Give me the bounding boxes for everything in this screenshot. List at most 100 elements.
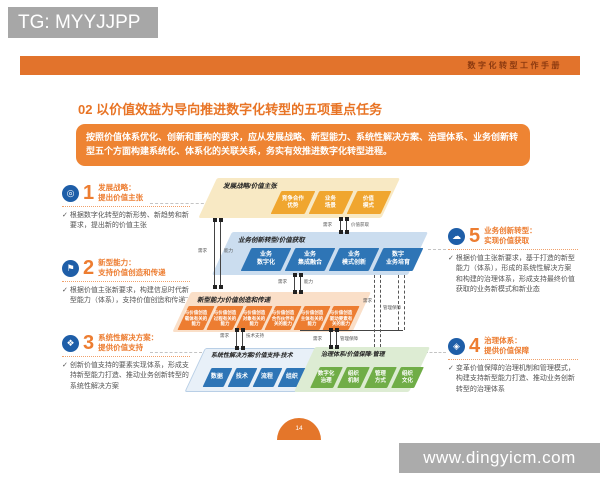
- connector-line-dashed: [380, 275, 382, 347]
- connector-label: 能力: [304, 279, 313, 284]
- box-label: 业务 场景: [325, 195, 337, 209]
- task-title-line2: 实现价值获取: [484, 236, 530, 246]
- leader-line: [150, 352, 202, 353]
- box-label: 业务 模式创新: [341, 252, 366, 266]
- leader-line: [425, 352, 446, 353]
- layer-title: 业务创新转型/价值获取: [238, 237, 305, 244]
- box-label: 组织 机制: [347, 370, 359, 384]
- box-label: 业务 数字化: [256, 252, 275, 266]
- connector-line: [218, 218, 223, 289]
- box-label: 组织: [286, 373, 299, 380]
- layer-title: 系统性解决方案/价值支持-技术: [211, 353, 293, 359]
- layer-solution: 系统性解决方案/价值支持-技术 数据 技术 流程 组织: [184, 348, 317, 392]
- box-label: 组织 文化: [401, 370, 413, 384]
- box-label: 管理 方式: [374, 370, 386, 384]
- connector-label: 管理保障: [383, 305, 401, 310]
- layer-title: 发展战略/价值主张: [223, 183, 277, 190]
- task-2-header: ⚑ 2 新型能力： 支持价值创造和传递: [62, 257, 190, 283]
- task-note: ✓ 根据价值主张新要求，基于打造的新型能力（体系），形成的系统性解决方案和构建的…: [448, 254, 578, 295]
- task-item-5: ☁ 5 业务创新转型： 实现价值获取 ✓ 根据价值主张新要求，基于打造的新型能力…: [448, 226, 578, 295]
- task-title-line1: 发展战略：: [98, 183, 136, 192]
- connector-label: 技术支持: [246, 333, 264, 338]
- connector-line: [212, 218, 217, 289]
- task-note-text: 变革价值保障的治理机制和管理模式，构建支持新型能力打造、推动业务创新转型的治理体…: [455, 365, 575, 393]
- strategy-box: 竞争合作 优势: [270, 191, 316, 214]
- task-title-line1: 业务创新转型：: [484, 226, 537, 235]
- connector-label: 价值获取: [351, 222, 369, 227]
- business-box: 业务 集成融合: [284, 248, 336, 271]
- task-note-text: 根据价值主张新要求，基于打造的新型能力（体系），形成的系统性解决方案和构建的治理…: [455, 255, 575, 293]
- connector-label: 需求: [313, 336, 322, 341]
- business-box: 数字 业务培育: [372, 248, 424, 271]
- task-title: 治理体系： 提供价值保障: [484, 336, 529, 356]
- layer-capability: 新型能力/价值创造和传递 与价值创造 载体有关的 能力 与价值创造 过程有关的 …: [172, 292, 371, 332]
- connector-label: 能力: [224, 248, 233, 253]
- business-box: 业务 模式创新: [328, 248, 380, 271]
- strategy-icon: ◎: [62, 184, 79, 202]
- task-note-text: 创新价值支持的要素实现体系，形成支持新型能力打造、推动业务创新转型的系统性解决方…: [69, 362, 189, 390]
- task-note: ✓ 根据价值主张新要求，构建信息时代新型能力（体系），支持价值创造和传递: [62, 286, 190, 306]
- check-icon: ✓: [62, 287, 68, 295]
- task-title-line2: 提供价值支持: [98, 343, 144, 353]
- task-item-1: ◎ 1 发展战略： 提出价值主张 ✓ 根据数字化转型的新形势、新趋势和新要求，提…: [62, 183, 190, 232]
- connector-line-dashed: [404, 275, 406, 330]
- strategy-box: 价值 模式: [346, 191, 392, 214]
- handbook-title: 数字化转型工作手册: [467, 61, 562, 70]
- site-url-bar[interactable]: www.dingyicm.com: [399, 443, 600, 473]
- task-title-line1: 新型能力：: [98, 258, 136, 267]
- connector-label: 需求: [363, 298, 372, 303]
- connector-label: 需求: [198, 248, 207, 253]
- box-label: 数字化 治理: [318, 370, 335, 384]
- governance-icon: ◈: [448, 337, 465, 355]
- box-label: 数据: [211, 373, 224, 380]
- task-number: 1: [83, 182, 95, 205]
- layer-title: 治理体系/价值保障-管理: [321, 352, 385, 358]
- task-title-line2: 支持价值创造和传递: [98, 268, 166, 278]
- box-label: 技术: [236, 373, 249, 380]
- leader-line: [428, 249, 446, 250]
- connector-line: [298, 273, 303, 294]
- task-5-header: ☁ 5 业务创新转型： 实现价值获取: [448, 226, 578, 251]
- task-note-text: 根据数字化转型的新形势、新趋势和新要求，提出新的价值主张: [69, 212, 189, 230]
- task-item-2: ⚑ 2 新型能力： 支持价值创造和传递 ✓ 根据价值主张新要求，构建信息时代新型…: [62, 258, 190, 307]
- connector-line: [328, 328, 333, 349]
- box-label: 流程: [261, 373, 274, 380]
- header-bar: 数字化转型工作手册: [20, 56, 580, 75]
- business-transform-icon: ☁: [448, 227, 465, 245]
- architecture-diagram: 发展战略/价值主张 竞争合作 优势 业务 场景 价值 模式 业务创新转型/价值获…: [170, 172, 438, 410]
- connector-line: [338, 217, 343, 234]
- layer-strategy: 发展战略/价值主张 竞争合作 优势 业务 场景 价值 模式: [198, 178, 400, 218]
- connector-label: 需求: [278, 279, 287, 284]
- check-icon: ✓: [62, 362, 68, 370]
- box-label: 与价值创造 驱动要素有 关的能力: [329, 309, 353, 326]
- check-icon: ✓: [448, 365, 454, 373]
- connector-label: 需求: [220, 333, 229, 338]
- task-item-4: ◈ 4 治理体系： 提供价值保障 ✓ 变革价值保障的治理机制和管理模式，构建支持…: [448, 336, 578, 395]
- task-title: 发展战略： 提出价值主张: [98, 183, 143, 203]
- task-title: 系统性解决方案： 提供价值支持: [98, 333, 158, 353]
- task-number: 2: [83, 257, 95, 280]
- connector-label: 管理保障: [340, 336, 358, 341]
- connector-line: [240, 328, 245, 350]
- box-label: 与价值创造 主体有关的 能力: [300, 309, 324, 326]
- box-label: 与价值创造 对象有关的 能力: [242, 309, 266, 326]
- task-3-header: ❖ 3 系统性解决方案： 提供价值支持: [62, 333, 190, 358]
- connector-line: [292, 273, 297, 294]
- box-label: 业务 集成融合: [297, 252, 322, 266]
- task-title-line2: 提供价值保障: [484, 346, 530, 356]
- box-label: 与价值创造 载体有关的 能力: [184, 309, 208, 326]
- box-label: 竞争合作 优势: [281, 195, 304, 209]
- box-label: 价值 模式: [363, 195, 375, 209]
- box-label: 数字 业务培育: [385, 252, 410, 266]
- task-title-line2: 提出价值主张: [98, 193, 144, 203]
- leader-line: [150, 297, 188, 298]
- task-note-text: 根据价值主张新要求，构建信息时代新型能力（体系），支持价值创造和传递: [69, 287, 189, 305]
- connector-line: [334, 328, 339, 349]
- layer-governance: 治理体系/价值保障-管理 数字化 治理 组织 机制 管理 方式 组织 文化: [294, 347, 430, 392]
- box-label: 与价值创造 合作伙伴有 关的能力: [271, 309, 295, 326]
- task-note: ✓ 根据数字化转型的新形势、新趋势和新要求，提出新的价值主张: [62, 211, 190, 231]
- connector-line: [234, 328, 239, 350]
- task-title-line1: 治理体系：: [484, 336, 522, 345]
- page-number-badge: 14: [277, 418, 321, 440]
- strategy-box: 业务 场景: [308, 191, 354, 214]
